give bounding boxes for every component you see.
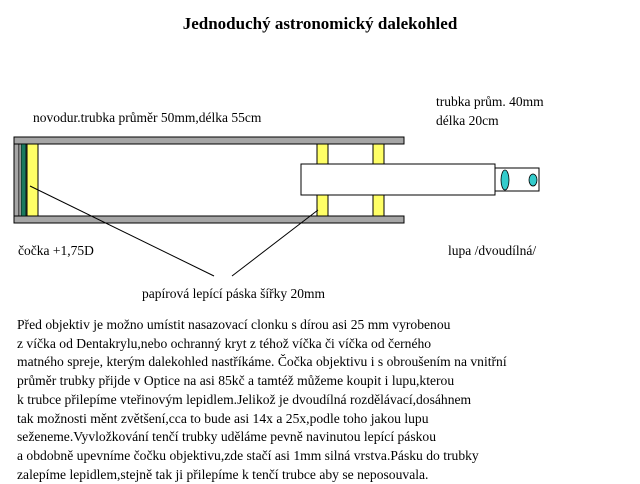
tape-strip-inner-right bbox=[372, 143, 385, 165]
objective-lens bbox=[20, 143, 27, 217]
small-tube-label-line1: trubka prům. 40mm bbox=[436, 94, 544, 109]
tape-strip-inner-left bbox=[316, 143, 329, 165]
lens-leader-line bbox=[29, 185, 215, 277]
eyepiece-lens-1 bbox=[500, 169, 510, 191]
description-line: z víčka od Dentakrylu,nebo ochranný kryt… bbox=[17, 335, 432, 351]
tape-strip-objective bbox=[26, 143, 39, 217]
tape-leader-line bbox=[231, 209, 319, 277]
tape-strip-inner-left-bottom bbox=[316, 194, 329, 217]
main-tube-top-wall bbox=[13, 136, 405, 145]
description-line: a obdobně upevníme čočku objektivu,zde s… bbox=[17, 447, 479, 463]
lens-label: čočka +1,75D bbox=[18, 243, 94, 258]
main-tube-bottom-wall bbox=[13, 215, 405, 224]
description-line: tak možnosti měnt zvětšení,cca to bude a… bbox=[17, 410, 429, 426]
main-tube-label: novodur.trubka průměr 50mm,délka 55cm bbox=[33, 110, 262, 125]
description-line: k trubce přilepíme vteřinovým lepidlem.J… bbox=[17, 391, 472, 407]
eyepiece-label: lupa /dvoudílná/ bbox=[448, 243, 536, 258]
main-tube-end-cap bbox=[13, 143, 20, 217]
description-text: Před objektiv je možno umístit nasazovac… bbox=[17, 316, 507, 484]
description-line: průměr trubky přijde v Optice na asi 85k… bbox=[17, 373, 455, 389]
tape-label: papírová lepící páska šířky 20mm bbox=[142, 286, 325, 301]
tape-strip-inner-right-bottom bbox=[372, 194, 385, 217]
description-line: seženeme.Vyvložkování tenčí trubky udělá… bbox=[17, 429, 437, 445]
small-tube bbox=[300, 163, 496, 196]
diagram-title: Jednoduchý astronomický dalekohled bbox=[182, 14, 458, 33]
description-line: Před objektiv je možno umístit nasazovac… bbox=[17, 317, 451, 332]
eyepiece-lens-2 bbox=[528, 173, 538, 187]
telescope-diagram: novodur.trubka průměr 50mm,délka 55cm tr… bbox=[13, 94, 544, 301]
description-line: matného spreje, kterým dalekohled nastří… bbox=[17, 354, 507, 370]
description-line: zalepíme lepidlem,stejně tak ji přilepím… bbox=[17, 466, 429, 482]
small-tube-label-line2: délka 20cm bbox=[436, 113, 499, 128]
